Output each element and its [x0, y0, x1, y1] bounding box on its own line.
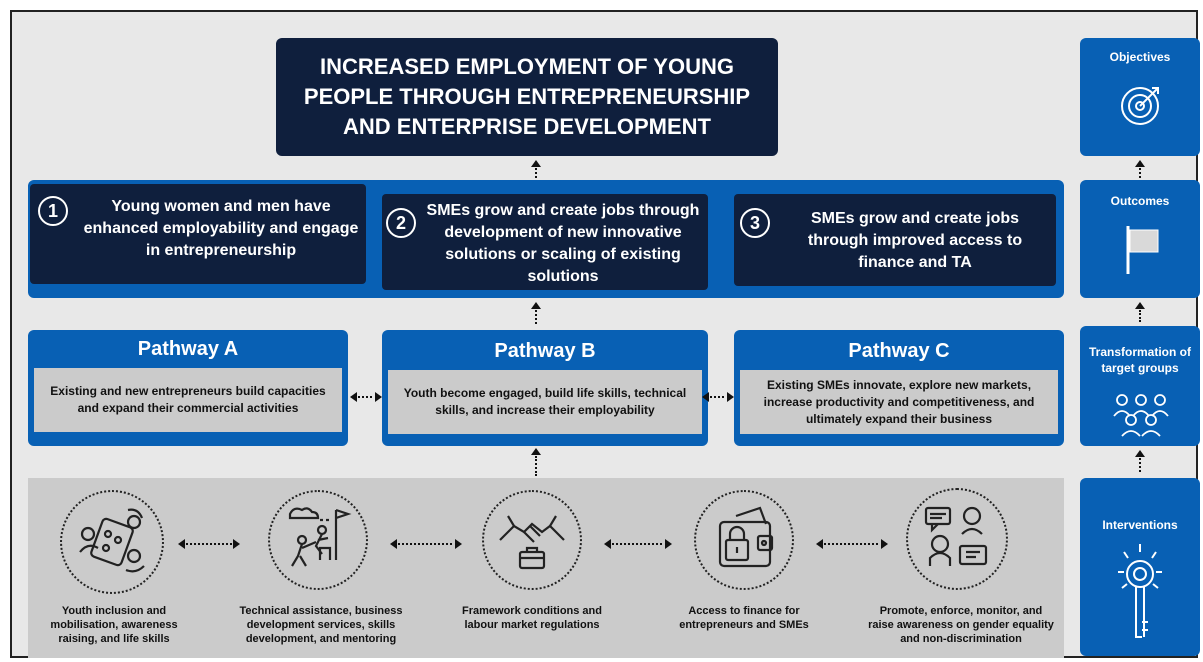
- outcome-number-1: 1: [38, 196, 68, 226]
- people-group-icon: [1113, 394, 1169, 437]
- outcome-text-3: SMEs grow and create jobs through improv…: [807, 210, 1023, 271]
- pathway-link-ab-icon: [350, 392, 382, 402]
- sidebar-outcomes: Outcomes: [1080, 180, 1200, 298]
- pathway-a-description: Existing and new entrepreneurs build cap…: [50, 384, 326, 415]
- pathway-b-title: Pathway B: [494, 340, 596, 362]
- flag-icon: [1126, 226, 1159, 274]
- pathway-a-title: Pathway A: [137, 338, 239, 360]
- intervention-circle-3: [482, 490, 582, 590]
- pathway-c-text: Existing SMEs innovate, explore new mark…: [740, 370, 1058, 434]
- outcome-text-1: Young women and men have enhanced employ…: [83, 198, 359, 259]
- intervention-circle-5: [906, 488, 1008, 590]
- goal-text: INCREASED EMPLOYMENT OF YOUNG PEOPLE THR…: [303, 54, 751, 139]
- target-icon: [1121, 87, 1159, 125]
- intervention-label-3: Framework conditions and labour market r…: [462, 605, 602, 631]
- pathway-c-title: Pathway C: [848, 340, 950, 362]
- intervention-circle-2: [268, 490, 368, 590]
- handshake-briefcase-icon: [499, 515, 565, 570]
- key-icon: [1118, 544, 1162, 638]
- intervention-label-1: Youth inclusion and mobilisation, awaren…: [50, 605, 178, 645]
- sidebar-outcomes-label: Outcomes: [1110, 194, 1170, 208]
- sidebar-objectives-label: Objectives: [1109, 50, 1171, 64]
- diagram-canvas: INCREASED EMPLOYMENT OF YOUNG PEOPLE THR…: [10, 10, 1200, 658]
- intervention-link-1-icon: [178, 539, 240, 549]
- intervention-label-5: Promote, enforce, monitor, and raise awa…: [868, 605, 1054, 645]
- pathway-c-description: Existing SMEs innovate, explore new mark…: [763, 377, 1035, 426]
- sidebar-transformation-label: Transformation of target groups: [1088, 345, 1191, 375]
- pathway-link-bc-icon: [702, 392, 734, 402]
- outcome-box-1: 1 Young women and men have enhanced empl…: [30, 184, 366, 284]
- outcome-text-2: SMEs grow and create jobs through develo…: [426, 202, 700, 285]
- wallet-lock-icon: [718, 506, 774, 568]
- pathway-b-text: Youth become engaged, build life skills,…: [388, 370, 702, 434]
- pathway-b-description: Youth become engaged, build life skills,…: [403, 386, 687, 417]
- sidebar-objectives: Objectives: [1080, 38, 1200, 156]
- intervention-label-2: Technical assistance, business developme…: [239, 605, 403, 645]
- intervention-link-4-icon: [816, 539, 888, 549]
- sidebar-interventions: Interventions: [1080, 478, 1200, 656]
- sidebar-interventions-label: Interventions: [1102, 518, 1178, 532]
- intervention-link-2-icon: [390, 539, 462, 549]
- outcome-number-3: 3: [740, 208, 770, 238]
- youth-group-icon: [79, 508, 145, 573]
- intervention-link-3-icon: [604, 539, 672, 549]
- sidebar-transformation: Transformation of target groups: [1080, 326, 1200, 446]
- intervention-circle-1: [60, 490, 164, 594]
- outcome-box-3: 3 SMEs grow and create jobs through impr…: [734, 194, 1056, 286]
- climbing-help-icon: [288, 507, 352, 567]
- outcome-box-2: 2 SMEs grow and create jobs through deve…: [382, 194, 708, 290]
- gender-dialogue-icon: [924, 506, 988, 566]
- outcome-number-2: 2: [386, 208, 416, 238]
- pathway-a-text: Existing and new entrepreneurs build cap…: [34, 368, 342, 432]
- pathway-b-box: Pathway B Youth become engaged, build li…: [382, 330, 708, 446]
- intervention-circle-4: [694, 490, 794, 590]
- pathway-c-box: Pathway C Existing SMEs innovate, explor…: [734, 330, 1064, 446]
- goal-box: INCREASED EMPLOYMENT OF YOUNG PEOPLE THR…: [276, 38, 778, 156]
- pathway-a-box: Pathway A Existing and new entrepreneurs…: [28, 330, 348, 446]
- intervention-label-4: Access to finance for entrepreneurs and …: [679, 605, 809, 631]
